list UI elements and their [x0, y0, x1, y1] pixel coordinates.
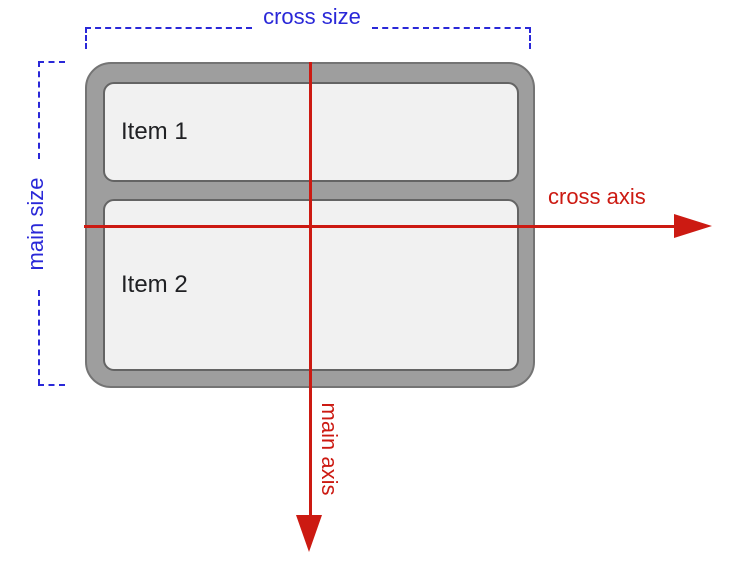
cross-axis-arrowhead-icon [674, 214, 712, 238]
main-size-bracket-top-tick [38, 61, 65, 63]
main-size-bracket-top-segment [38, 61, 40, 159]
main-size-bracket-bottom-tick [38, 384, 65, 386]
main-size-bracket-bottom-segment [38, 290, 40, 385]
cross-size-bracket-left-segment [85, 27, 252, 29]
cross-size-bracket-right-segment [372, 27, 531, 29]
main-size-label: main size [23, 177, 48, 271]
main-axis-arrowhead-icon [296, 515, 322, 552]
cross-axis-label: cross axis [548, 184, 646, 209]
main-axis-label: main axis [317, 402, 342, 496]
main-axis-line [309, 62, 312, 517]
cross-size-bracket-left-tick [85, 27, 87, 49]
cross-axis-line [84, 225, 676, 228]
cross-size-label: cross size [263, 4, 361, 29]
cross-size-bracket-right-tick [529, 27, 531, 49]
